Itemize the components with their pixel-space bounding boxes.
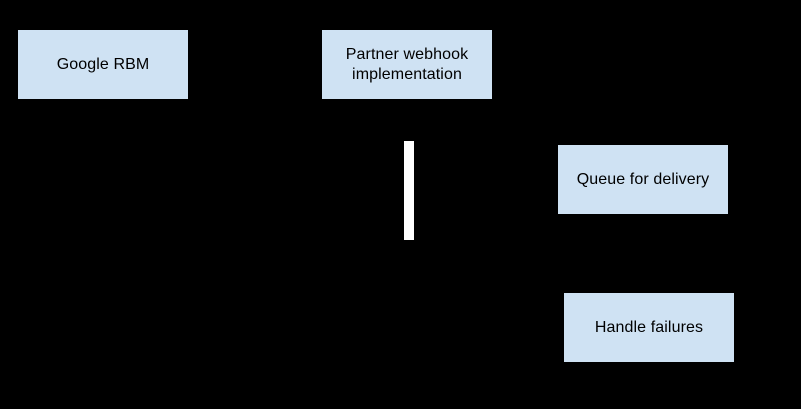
diagram-node-partner-webhook[interactable]: Partner webhook implementation xyxy=(322,30,492,99)
diagram-node-queue-for-delivery[interactable]: Queue for delivery xyxy=(558,145,728,214)
connector-vertical-bar xyxy=(404,141,414,240)
diagram-node-handle-failures[interactable]: Handle failures xyxy=(564,293,734,362)
diagram-node-google-rbm[interactable]: Google RBM xyxy=(18,30,188,99)
